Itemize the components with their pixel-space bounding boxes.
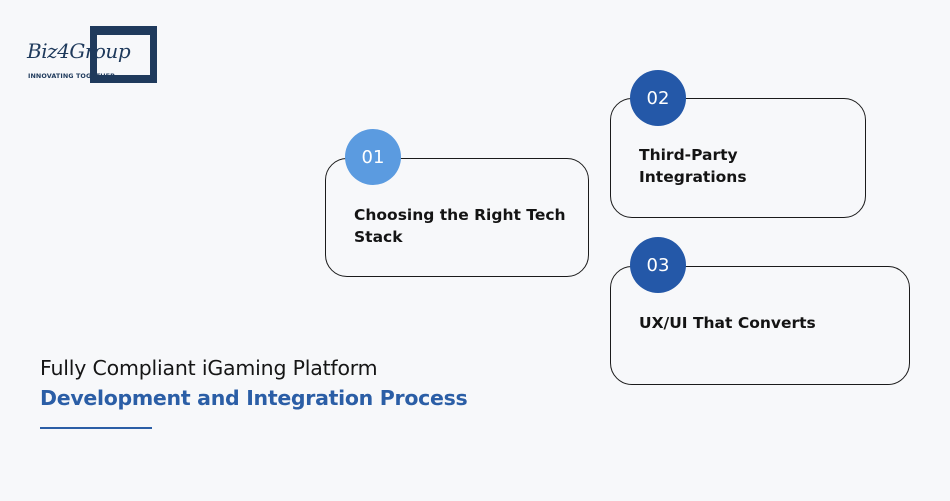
logo-wordmark: Biz4Group	[27, 39, 131, 63]
biz4group-logo: Biz4Group INNOVATING TOGETHER	[25, 26, 158, 85]
title-underline	[40, 427, 152, 429]
step-card-2	[610, 98, 866, 218]
step-label-3: UX/UI That Converts	[639, 314, 816, 332]
step-label-2: Third-Party Integrations	[639, 146, 747, 186]
page-subtitle: Development and Integration Process	[40, 386, 468, 410]
logo-frame	[90, 26, 157, 83]
step-badge-2: 02	[630, 70, 686, 126]
step-badge-3: 03	[630, 237, 686, 293]
page-title: Fully Compliant iGaming Platform	[40, 356, 378, 380]
step-label-1: Choosing the Right Tech Stack	[354, 206, 566, 246]
logo-tagline: INNOVATING TOGETHER	[28, 72, 116, 80]
step-badge-1: 01	[345, 129, 401, 185]
